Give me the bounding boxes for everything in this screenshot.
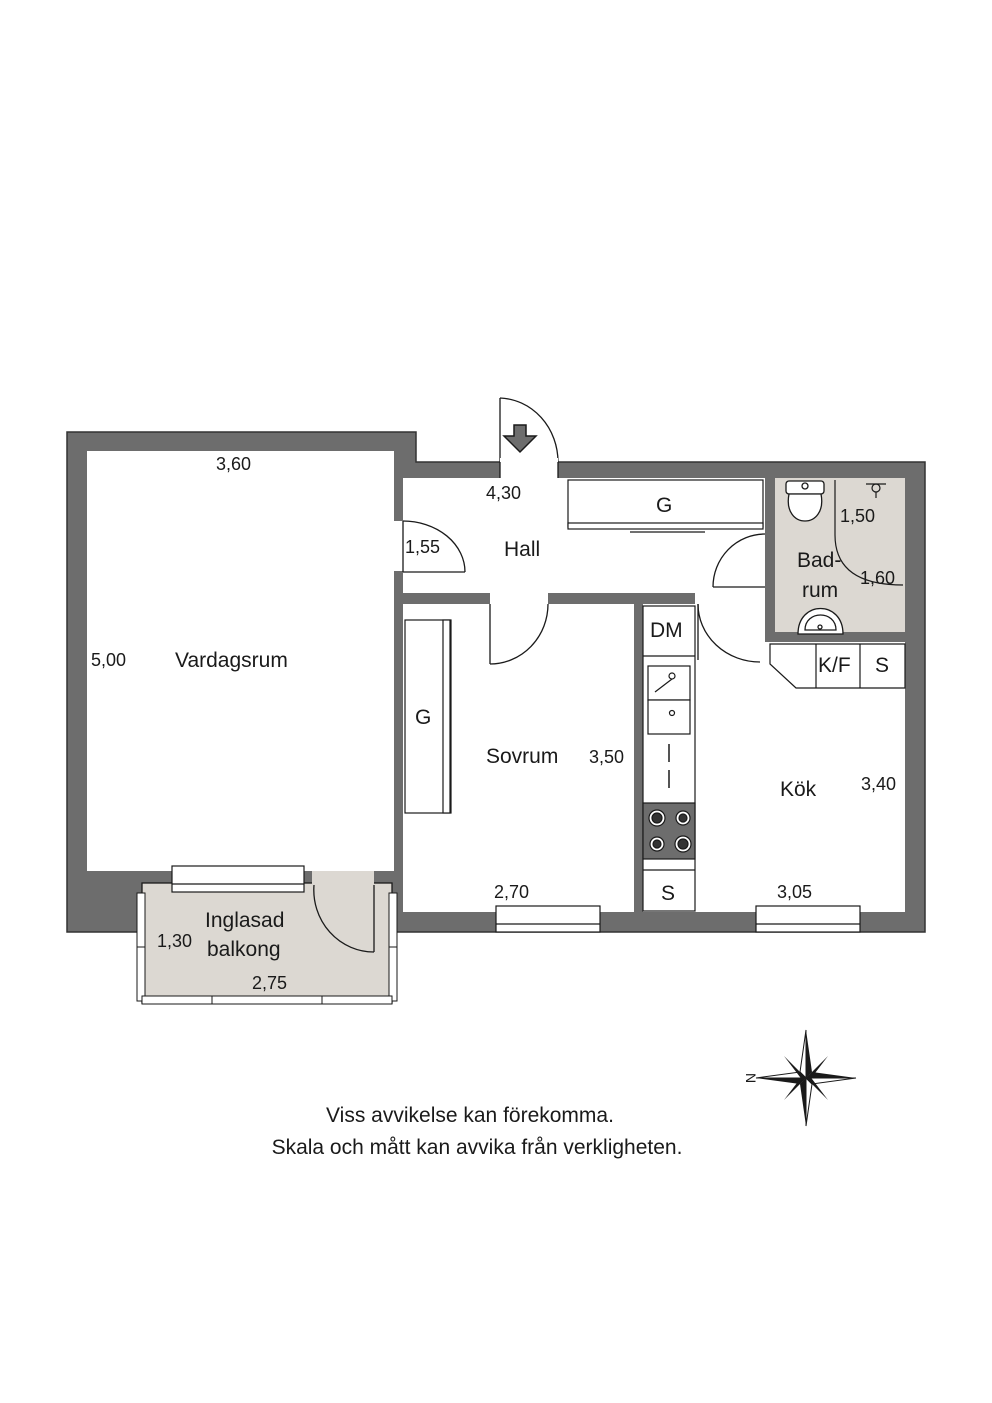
- disclaimer-line-1: Viss avvikelse kan förekomma.: [326, 1104, 614, 1127]
- room-name-hall: Hall: [504, 538, 540, 561]
- fridge-cabinet-block: [769, 643, 906, 689]
- badrum: [765, 478, 905, 642]
- disclaimer-line-2: Skala och mått kan avvika från verklighe…: [272, 1136, 683, 1159]
- hall-vardagsrum-opening: [390, 521, 406, 571]
- kitchen-counter: [642, 605, 696, 912]
- sovrum-wardrobe: [404, 619, 452, 814]
- entrance-door-swing: [499, 397, 559, 463]
- windows: [171, 865, 861, 933]
- label-kitchen-cabinet: S: [875, 654, 889, 677]
- room-name-badrum-2: rum: [802, 579, 838, 602]
- room-name-kok: Kök: [780, 778, 817, 801]
- entrance-arrow-icon: [502, 424, 538, 454]
- kok-door-swing: [697, 603, 761, 663]
- room-name-vardagsrum: Vardagsrum: [175, 649, 288, 672]
- dim-kok-width: 3,05: [777, 882, 812, 902]
- sovrum-door-opening: [490, 592, 548, 606]
- balkong-door-opening: [312, 871, 374, 885]
- badrum-wall-bottom: [765, 632, 905, 642]
- label-hall-wardrobe: G: [656, 494, 672, 517]
- room-labels: Vardagsrum 3,60 5,00 Hall 4,30 1,55 Sovr…: [91, 454, 896, 993]
- partitions: [403, 590, 765, 913]
- balkong: [136, 871, 398, 1005]
- doors: [402, 397, 766, 665]
- room-name-balkong-2: balkong: [207, 938, 281, 961]
- kok-window: [755, 905, 861, 933]
- compass-rose-icon: N: [743, 1029, 857, 1127]
- entrance-opening: [500, 458, 558, 480]
- label-dishwasher: DM: [650, 619, 683, 642]
- shower-corner: [834, 480, 904, 586]
- sovrum-door-swing: [489, 603, 549, 665]
- dim-balkong-width: 2,75: [252, 973, 287, 993]
- kok-hall-opening: [695, 590, 765, 606]
- hall-wardrobe: [567, 479, 764, 533]
- badrum-door-swing: [712, 533, 766, 588]
- dim-kok-depth: 3,40: [861, 774, 896, 794]
- sovrum-kok-wall: [634, 593, 643, 913]
- toilet-icon: [785, 480, 825, 522]
- dim-sovrum-width: 2,70: [494, 882, 529, 902]
- vardagsrum-door-swing: [402, 520, 466, 573]
- balkong-door-swing: [313, 884, 375, 953]
- dim-vardagsrum-width: 3,60: [216, 454, 251, 474]
- dim-badrum-width: 1,50: [840, 506, 875, 526]
- fixture-labels: G G DM K/F S S: [415, 494, 889, 905]
- dim-hall-depth: 1,55: [405, 537, 440, 557]
- label-fridge-freezer: K/F: [818, 654, 851, 677]
- room-floors: [87, 451, 905, 912]
- balkong-glass-bottom: [141, 995, 393, 1005]
- dim-badrum-depth: 1,60: [860, 568, 895, 588]
- room-name-sovrum: Sovrum: [486, 745, 558, 768]
- shower-head-icon: [866, 483, 886, 498]
- sink-icon: [797, 608, 844, 635]
- sovrum-window: [495, 905, 601, 933]
- balkong-floor: [141, 882, 393, 1004]
- kitchen-sink-icon: [647, 665, 691, 735]
- vardagsrum-window: [171, 865, 305, 893]
- stove-icon: [642, 802, 696, 860]
- dim-vardagsrum-depth: 5,00: [91, 650, 126, 670]
- vardagsrum-floor: [87, 451, 394, 871]
- compass-north-label: N: [743, 1073, 759, 1083]
- label-kitchen-cabinet-2: S: [661, 882, 675, 905]
- dim-sovrum-depth: 3,50: [589, 747, 624, 767]
- room-name-balkong-1: Inglasad: [205, 909, 284, 932]
- dim-balkong-depth: 1,30: [157, 931, 192, 951]
- room-name-badrum-1: Bad-: [797, 549, 841, 572]
- label-sovrum-wardrobe: G: [415, 706, 431, 729]
- badrum-wall-left: [765, 478, 775, 638]
- hall-sovrum-wall: [403, 593, 695, 604]
- dim-hall-width: 4,30: [486, 483, 521, 503]
